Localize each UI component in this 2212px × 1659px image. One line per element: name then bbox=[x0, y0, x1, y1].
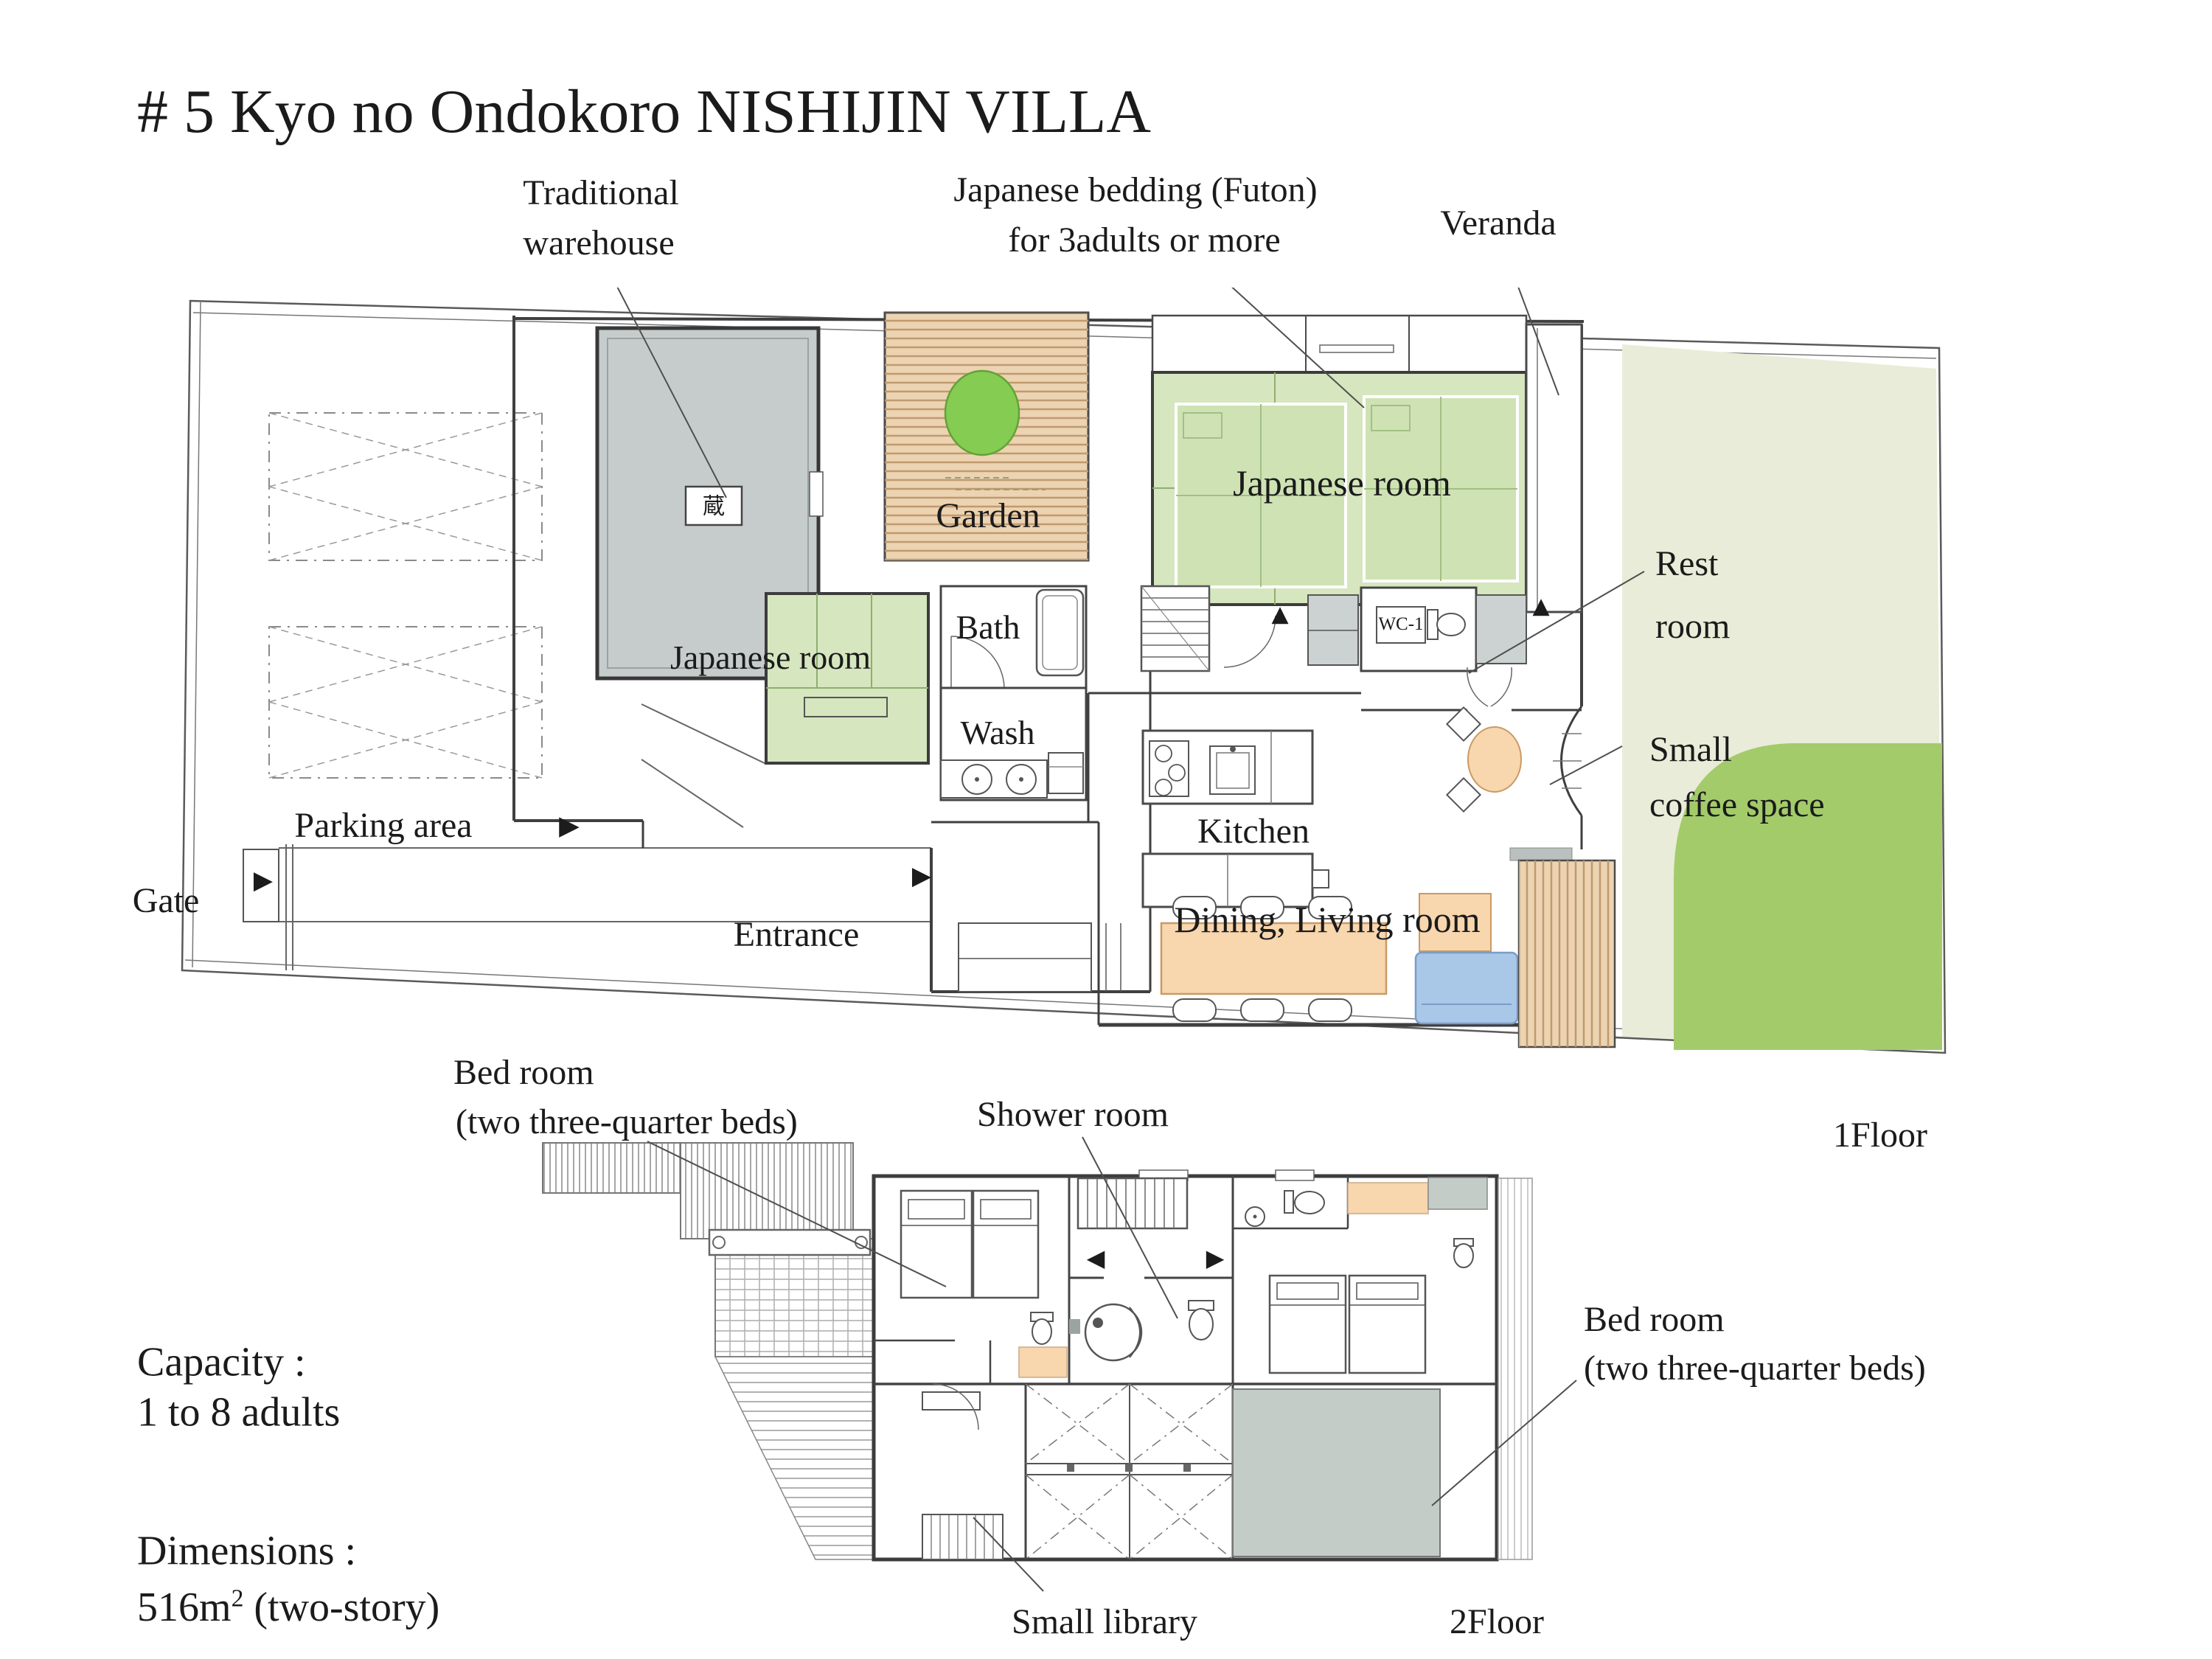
sofa bbox=[1414, 951, 1519, 1025]
label-parking: Parking area bbox=[294, 805, 473, 845]
wash-room bbox=[939, 686, 1088, 801]
label-warehouse-line2: warehouse bbox=[523, 223, 675, 262]
label-bedroom-left-line1: Bed room bbox=[453, 1052, 594, 1092]
label-garden: Garden bbox=[936, 495, 1040, 535]
stairs-1f bbox=[1140, 585, 1276, 672]
label-veranda: Veranda bbox=[1440, 203, 1557, 243]
leader-lines-1f bbox=[616, 288, 1645, 785]
label-bedroom-left-line2: (two three-quarter beds) bbox=[456, 1102, 798, 1141]
wc-2f bbox=[1245, 1190, 1325, 1227]
dimensions-value: 516m2 (two-story) bbox=[137, 1585, 439, 1629]
capacity-value: 1 to 8 adults bbox=[137, 1389, 341, 1436]
stairs-2f bbox=[1077, 1177, 1189, 1230]
wc-zone bbox=[1307, 586, 1527, 707]
coffee-nook bbox=[1445, 706, 1582, 813]
kura-label-box bbox=[684, 485, 743, 526]
label-japanese-room-small: Japanese room bbox=[669, 638, 872, 676]
label-floor2-tag: 2Floor bbox=[1449, 1601, 1545, 1641]
dining-table bbox=[1160, 922, 1388, 995]
dimensions-rest: (two-story) bbox=[243, 1584, 440, 1630]
parking-arrow-icon: ▶ bbox=[559, 810, 580, 841]
coffee-table bbox=[1467, 726, 1522, 793]
gate-arrow-icon: ▶ bbox=[253, 866, 274, 895]
dining-chairs bbox=[1172, 896, 1352, 1022]
label-wash: Wash bbox=[960, 713, 1035, 751]
washer bbox=[1048, 752, 1084, 794]
label-futon-line1: Japanese bedding (Futon) bbox=[953, 170, 1318, 209]
leader-lines-2f bbox=[647, 1136, 1577, 1592]
capacity-label: Capacity : bbox=[137, 1339, 306, 1385]
label-floor1-tag: 1Floor bbox=[1832, 1115, 1928, 1155]
futon-bedding bbox=[1175, 395, 1519, 588]
gate-door bbox=[243, 849, 279, 922]
label-bedroom-right-line2: (two three-quarter beds) bbox=[1584, 1348, 1926, 1388]
toilet-corner-right bbox=[1453, 1238, 1474, 1268]
label-shower-room: Shower room bbox=[977, 1094, 1169, 1134]
entrance-genkan bbox=[958, 922, 1121, 992]
floor2-plan bbox=[542, 1136, 1577, 1592]
dining-set bbox=[1160, 893, 1519, 1025]
low-table bbox=[1419, 893, 1492, 952]
label-kura: 蔵 bbox=[703, 494, 725, 519]
label-entrance: Entrance bbox=[733, 914, 860, 954]
approach-path bbox=[279, 703, 931, 970]
kitchen-counters bbox=[1141, 729, 1329, 908]
step-up-arrow-icon: ▲ bbox=[1532, 593, 1550, 619]
label-bedroom-right-line1: Bed room bbox=[1584, 1299, 1725, 1339]
label-warehouse-line1: Traditional bbox=[523, 173, 679, 212]
lower-left-room bbox=[922, 1383, 1004, 1560]
shower-room-fixtures bbox=[1069, 1300, 1214, 1362]
threshold bbox=[1509, 847, 1573, 861]
label-wc: WC-1 bbox=[1378, 613, 1424, 634]
garden-tree bbox=[944, 369, 1020, 456]
label-japanese-room-main: Japanese room bbox=[1233, 462, 1451, 504]
toilet-corner-left bbox=[1018, 1312, 1068, 1378]
entrance-arrow-icon: ▶ bbox=[911, 861, 932, 891]
bath-room bbox=[939, 585, 1088, 689]
parking-stalls bbox=[268, 412, 543, 779]
side-roof-strip bbox=[1498, 1178, 1533, 1560]
dimensions-number: 516m bbox=[137, 1584, 232, 1630]
page-title: # 5 Kyo no Ondokoro NISHIJIN VILLA bbox=[137, 77, 1152, 146]
label-dining: Dining, Living room bbox=[1174, 898, 1481, 940]
toilet bbox=[1436, 613, 1466, 636]
roof-gutter bbox=[708, 1228, 872, 1256]
bedroom-left-beds bbox=[900, 1189, 1040, 1299]
label-rest-line2: room bbox=[1655, 606, 1731, 646]
dimensions-sup: 2 bbox=[231, 1585, 244, 1613]
mat-2f bbox=[1347, 1182, 1429, 1214]
corridor-left-arrow-icon: ◀ bbox=[1086, 1244, 1105, 1272]
step-up-arrow-icon: ▲ bbox=[1271, 601, 1289, 627]
lawn-accent-area bbox=[1674, 743, 1942, 1050]
dimensions-label: Dimensions : bbox=[137, 1528, 357, 1574]
label-kitchen: Kitchen bbox=[1197, 811, 1310, 851]
label-coffee-line1: Small bbox=[1649, 729, 1733, 769]
veranda-strip bbox=[1525, 323, 1583, 613]
wc-label-box bbox=[1376, 606, 1426, 644]
label-bath: Bath bbox=[956, 608, 1020, 646]
label-rest-line1: Rest bbox=[1655, 543, 1719, 583]
library-shelves bbox=[1025, 1383, 1234, 1560]
label-futon-line2: for 3adults or more bbox=[1008, 220, 1281, 260]
garden-deck bbox=[883, 311, 1090, 562]
gray-corner-2f bbox=[1427, 1177, 1488, 1210]
balcony-2f bbox=[1232, 1388, 1441, 1557]
bedroom-right-beds bbox=[1268, 1274, 1427, 1374]
floor1-plan bbox=[181, 288, 1947, 1054]
japanese-room-small bbox=[765, 592, 930, 765]
roof-tiles bbox=[542, 1142, 877, 1560]
label-coffee-line2: coffee space bbox=[1649, 785, 1825, 824]
japanese-room-main bbox=[1151, 314, 1528, 606]
label-small-library: Small library bbox=[1012, 1601, 1197, 1641]
label-gate: Gate bbox=[132, 880, 200, 920]
wood-deck bbox=[1517, 859, 1616, 1048]
kitchen-sink bbox=[1209, 745, 1256, 795]
corridor-right-arrow-icon: ▶ bbox=[1206, 1244, 1225, 1272]
